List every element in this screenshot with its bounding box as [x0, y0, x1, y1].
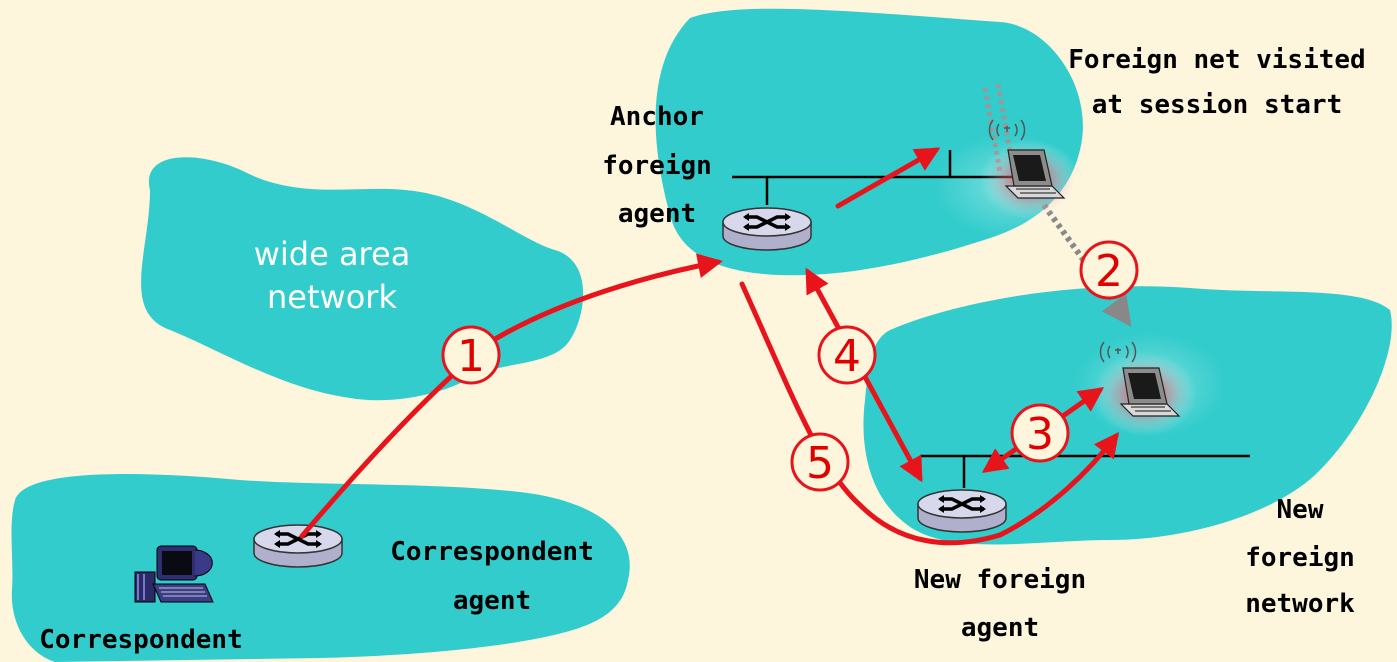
step-1: 1 — [441, 325, 501, 385]
anchor-agent-label-line3: agent — [618, 199, 696, 229]
new-foreign-agent-router — [916, 488, 1008, 534]
foreign-visited-label-line1: Foreign net visited — [1068, 45, 1365, 75]
correspondent-computer-icon — [134, 545, 214, 603]
wan-label-line1: wide area — [254, 235, 411, 273]
correspondent-network-cloud — [11, 474, 630, 662]
correspondent-label: Correspondent — [39, 625, 243, 655]
step-5: 5 — [790, 432, 850, 492]
step-4: 4 — [817, 325, 877, 385]
correspondent-agent-router — [252, 523, 344, 569]
arrow-step-5 — [739, 281, 1120, 546]
svg-text:2: 2 — [1095, 246, 1123, 297]
correspondent-agent-label-line1: Correspondent — [390, 537, 594, 567]
step-2: 2 — [1079, 240, 1139, 300]
correspondent-agent-label-line2: agent — [453, 586, 531, 616]
svg-text:5: 5 — [806, 438, 834, 489]
anchor-foreign-agent-router — [721, 206, 813, 252]
laptop-new-network-icon — [1093, 352, 1197, 436]
svg-text:4: 4 — [833, 331, 861, 382]
laptop-at-session-start-icon — [980, 140, 1080, 220]
new-foreign-agent-label-line1: New foreign — [914, 565, 1086, 595]
new-foreign-network-label-line2: foreign — [1245, 543, 1355, 573]
anchor-agent-label-line1: Anchor — [610, 102, 704, 132]
wan-label-line2: network — [267, 278, 397, 316]
new-foreign-agent-label-line2: agent — [961, 613, 1039, 643]
arrow-anchor-to-old-laptop — [835, 147, 941, 209]
svg-text:1: 1 — [457, 331, 485, 382]
anchor-agent-label-line2: foreign — [602, 151, 712, 181]
new-foreign-network-label-line1: New — [1277, 495, 1324, 525]
anchor-lan — [732, 150, 1018, 205]
new-foreign-network-label-line3: network — [1245, 589, 1355, 619]
svg-text:3: 3 — [1026, 409, 1054, 460]
foreign-visited-label-line2: at session start — [1092, 90, 1342, 120]
step-3: 3 — [1010, 403, 1070, 463]
